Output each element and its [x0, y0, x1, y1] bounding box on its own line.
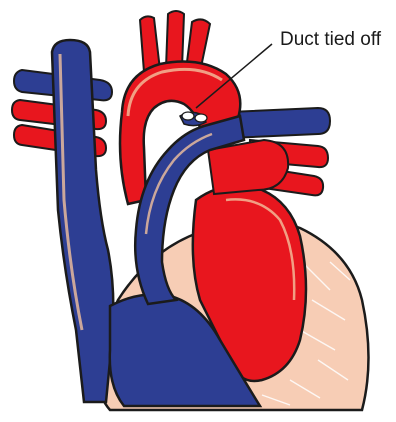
duct-tied-off-label: Duct tied off [280, 30, 381, 49]
ligature-right [195, 114, 207, 122]
ductus-arteriosus-tied [180, 112, 207, 126]
right-pulmonary-artery-blue [230, 108, 330, 138]
ligature-left [182, 112, 194, 120]
left-carotid-artery [166, 11, 184, 68]
